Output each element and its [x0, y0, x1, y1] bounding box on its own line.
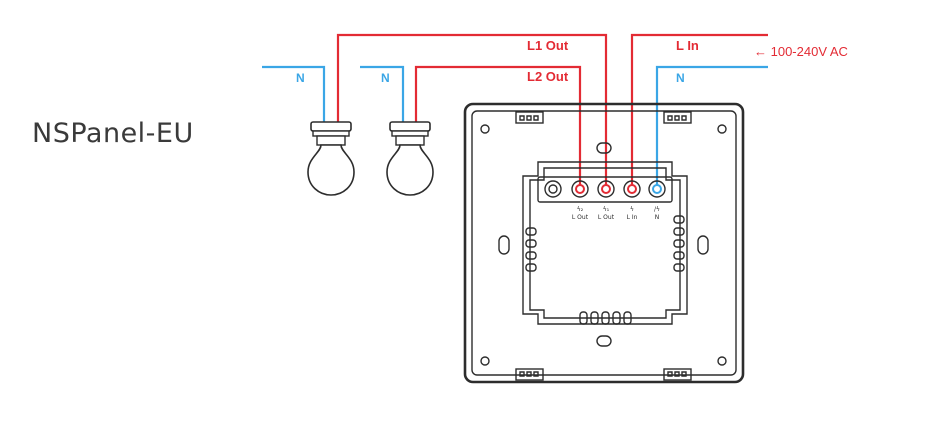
label-n-panel: N — [676, 71, 685, 85]
label-l2-out: L2 Out — [527, 69, 569, 84]
clip — [663, 368, 692, 381]
terminal-symbol: ϟ₂ — [577, 206, 584, 213]
label-n-lamp2: N — [381, 71, 390, 85]
terminal — [597, 180, 615, 198]
label-supply: ← 100-240V AC — [754, 44, 848, 59]
terminal-label: L Out — [572, 214, 589, 221]
wire-l-in — [630, 33, 768, 188]
product-title: NSPanel-EU — [32, 118, 194, 149]
wire-n-panel — [655, 65, 768, 188]
terminal-symbol: ϟ — [630, 206, 634, 213]
label-n-lamp1: N — [296, 71, 305, 85]
terminal-symbol: /ϟ — [654, 206, 660, 213]
bulb-icon — [386, 121, 434, 196]
wire-n-lamp1 — [262, 65, 326, 122]
panel-back: ϟ₂ L Out ϟ₁ L Out ϟ L In /ϟ N — [463, 102, 745, 384]
label-l1-out: L1 Out — [527, 38, 569, 53]
terminal-label: L In — [627, 214, 638, 221]
wire-n-lamp2 — [360, 65, 405, 122]
bulb-icon — [307, 121, 355, 196]
clip — [515, 368, 544, 381]
terminal — [623, 180, 641, 198]
terminal-symbol: ϟ₁ — [603, 206, 610, 213]
terminal — [648, 180, 666, 198]
clip — [663, 111, 692, 124]
label-l-in: L In — [676, 38, 699, 53]
terminal-label: L Out — [598, 214, 615, 221]
wire-l2-out — [414, 65, 582, 188]
clip — [515, 111, 544, 124]
terminal-label: N — [655, 214, 660, 221]
terminal — [571, 180, 589, 198]
